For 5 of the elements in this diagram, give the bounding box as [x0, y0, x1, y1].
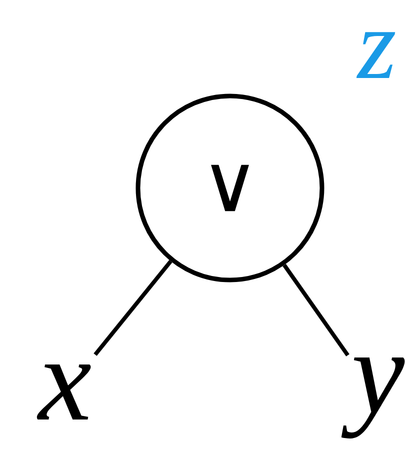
connector-line	[282, 264, 350, 356]
variable-label: x	[36, 364, 91, 420]
variable-label: z	[356, 32, 396, 78]
variable-label: y	[341, 358, 405, 438]
connector-line	[94, 260, 172, 356]
